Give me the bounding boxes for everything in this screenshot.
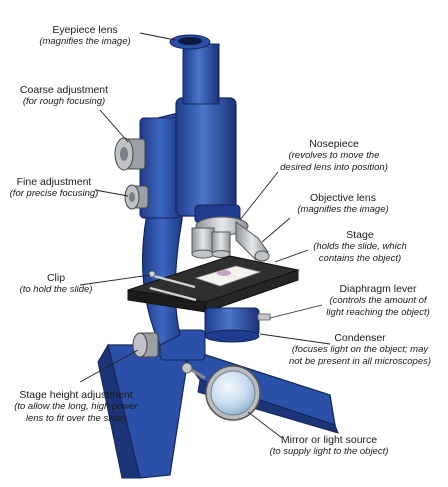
stage-height-knob — [132, 332, 159, 358]
label-diaphragm-sub2: light reaching the object) — [326, 307, 430, 318]
pointer-lines — [79, 32, 331, 439]
body-tube — [169, 34, 241, 224]
label-stage-height: Stage height adjustment (to allow the lo… — [0, 389, 152, 425]
coarse-adjustment-knob — [114, 137, 146, 171]
label-condenser-sub1: (focuses light on the object; may — [291, 344, 429, 355]
label-condenser-sub2: not be present in all microscopes) — [288, 356, 432, 367]
stage-platform — [127, 255, 300, 313]
label-objective: Objective lens (magnifies the image) — [290, 192, 396, 216]
label-clip: Clip (to hold the slide) — [10, 272, 102, 296]
label-stage-sub1: (holds the slide, which — [313, 241, 407, 252]
label-mirror: Mirror or light source (to supply light … — [250, 434, 408, 458]
label-diaphragm: Diaphragm lever (controls the amount of … — [316, 283, 440, 319]
label-coarse-adjustment: Coarse adjustment (for rough focusing) — [8, 84, 120, 108]
label-clip-sub: (to hold the slide) — [19, 284, 93, 295]
label-clip-title: Clip — [46, 272, 66, 284]
label-fine-sub: (for precise focusing) — [9, 188, 99, 199]
label-eyepiece-sub: (magnifies the image) — [39, 36, 131, 47]
label-nosepiece-sub1: (revolves to move the — [288, 150, 380, 161]
label-nosepiece-sub2: desired lens into position) — [280, 162, 388, 173]
label-stage-height-sub2: lens to fit over the slide) — [25, 413, 127, 424]
label-eyepiece-title: Eyepiece lens — [52, 24, 118, 36]
label-coarse-sub: (for rough focusing) — [22, 96, 106, 107]
label-stage: Stage (holds the slide, which contains t… — [304, 229, 416, 265]
label-diaphragm-sub1: (controls the amount of — [329, 295, 427, 306]
label-stage-sub2: contains the object) — [318, 253, 402, 264]
label-condenser-title: Condenser — [334, 332, 386, 344]
label-condenser: Condenser (focuses light on the object; … — [274, 332, 446, 368]
mirror — [181, 362, 261, 421]
label-stage-height-title: Stage height adjustment — [19, 389, 133, 401]
label-fine-adjustment: Fine adjustment (for precise focusing) — [0, 176, 108, 200]
nosepiece — [191, 216, 270, 262]
label-nosepiece-title: Nosepiece — [309, 138, 359, 150]
label-coarse-title: Coarse adjustment — [19, 84, 109, 96]
label-fine-title: Fine adjustment — [16, 176, 92, 188]
label-objective-sub: (magnifies the image) — [297, 204, 389, 215]
label-mirror-title: Mirror or light source — [280, 434, 378, 446]
label-mirror-sub: (to supply light to the object) — [269, 446, 389, 457]
label-stage-height-sub1: (to allow the long, high power — [14, 401, 138, 412]
label-eyepiece: Eyepiece lens (magnifies the image) — [30, 24, 140, 48]
fine-adjustment-knob — [124, 184, 149, 210]
label-nosepiece: Nosepiece (revolves to move the desired … — [268, 138, 400, 174]
label-objective-title: Objective lens — [310, 192, 376, 204]
label-diaphragm-title: Diaphragm lever — [339, 283, 417, 295]
label-stage-title: Stage — [346, 229, 374, 241]
condenser-unit — [204, 307, 271, 343]
